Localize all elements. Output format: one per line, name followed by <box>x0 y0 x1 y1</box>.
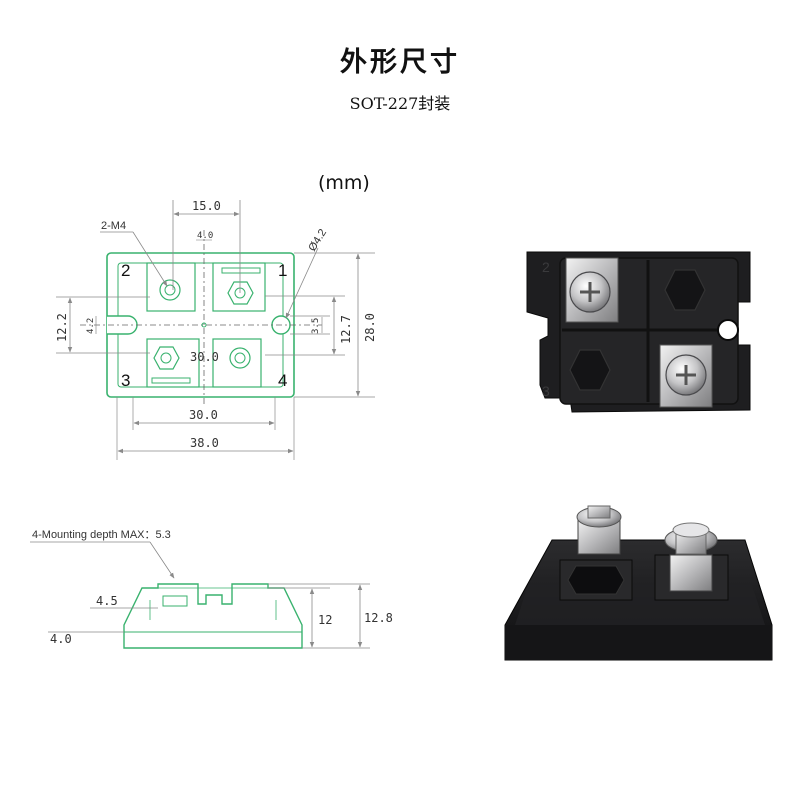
terminal-3-hex <box>153 346 180 370</box>
pin-4-label: 4 <box>278 371 287 390</box>
side-view-drawing: 4-Mounting depth MAX：5.3 4.5 4.0 12 12.8 <box>30 529 393 649</box>
pin-3-label: 3 <box>121 371 130 390</box>
dim-right-hole-height: 12.7 <box>339 315 353 344</box>
svg-text:2: 2 <box>542 259 550 275</box>
top-view-drawing: 2 1 3 4 15.0 4.0 2-M4 Ø4.2 12.2 4.2 3.5 <box>55 199 377 460</box>
dim-terminal-pitch: 15.0 <box>192 199 221 213</box>
dim-left-slot: 4.2 <box>86 318 96 334</box>
dim-mount-pitch: 30.0 <box>189 408 218 422</box>
module-photo-3d <box>504 505 773 661</box>
dim-side-body-height: 12 <box>318 613 332 627</box>
hole-diameter-label: Ø4.2 <box>306 227 329 254</box>
terminal-2-screw <box>159 279 181 301</box>
mounting-depth-note: 4-Mounting depth MAX：5.3 <box>32 529 171 541</box>
page-title: 外形尺寸 <box>340 47 460 78</box>
svg-text:3: 3 <box>542 383 550 399</box>
dim-total-height: 12.8 <box>364 611 393 625</box>
package-subtitle: SOT-227封装 <box>349 94 451 113</box>
module-photo-top: 2 3 <box>526 251 751 413</box>
side-profile-outline <box>123 583 303 649</box>
pin-2-label: 2 <box>121 261 130 280</box>
dim-center-offset: 4.0 <box>197 231 213 241</box>
terminal-1-hex <box>227 281 254 305</box>
terminal-pad-3 <box>146 338 200 388</box>
dim-right-slot: 3.5 <box>311 318 321 334</box>
dim-body-height: 28.0 <box>363 313 377 342</box>
terminal-pad-4 <box>212 338 262 388</box>
terminal-pad-2 <box>146 262 196 312</box>
unit-label: (mm) <box>318 172 370 194</box>
pin-1-label: 1 <box>278 261 287 280</box>
terminal-pad-1 <box>212 262 266 312</box>
dim-body-width: 38.0 <box>190 436 219 450</box>
terminal-4-screw <box>229 347 251 369</box>
dim-center-pitch: 30.0 <box>190 350 219 364</box>
hole-callout-label: 2-M4 <box>101 220 126 232</box>
dim-left-hole-height: 12.2 <box>55 313 69 342</box>
dim-upper-offset: 4.5 <box>96 594 118 608</box>
dim-base-thickness: 4.0 <box>50 632 72 646</box>
